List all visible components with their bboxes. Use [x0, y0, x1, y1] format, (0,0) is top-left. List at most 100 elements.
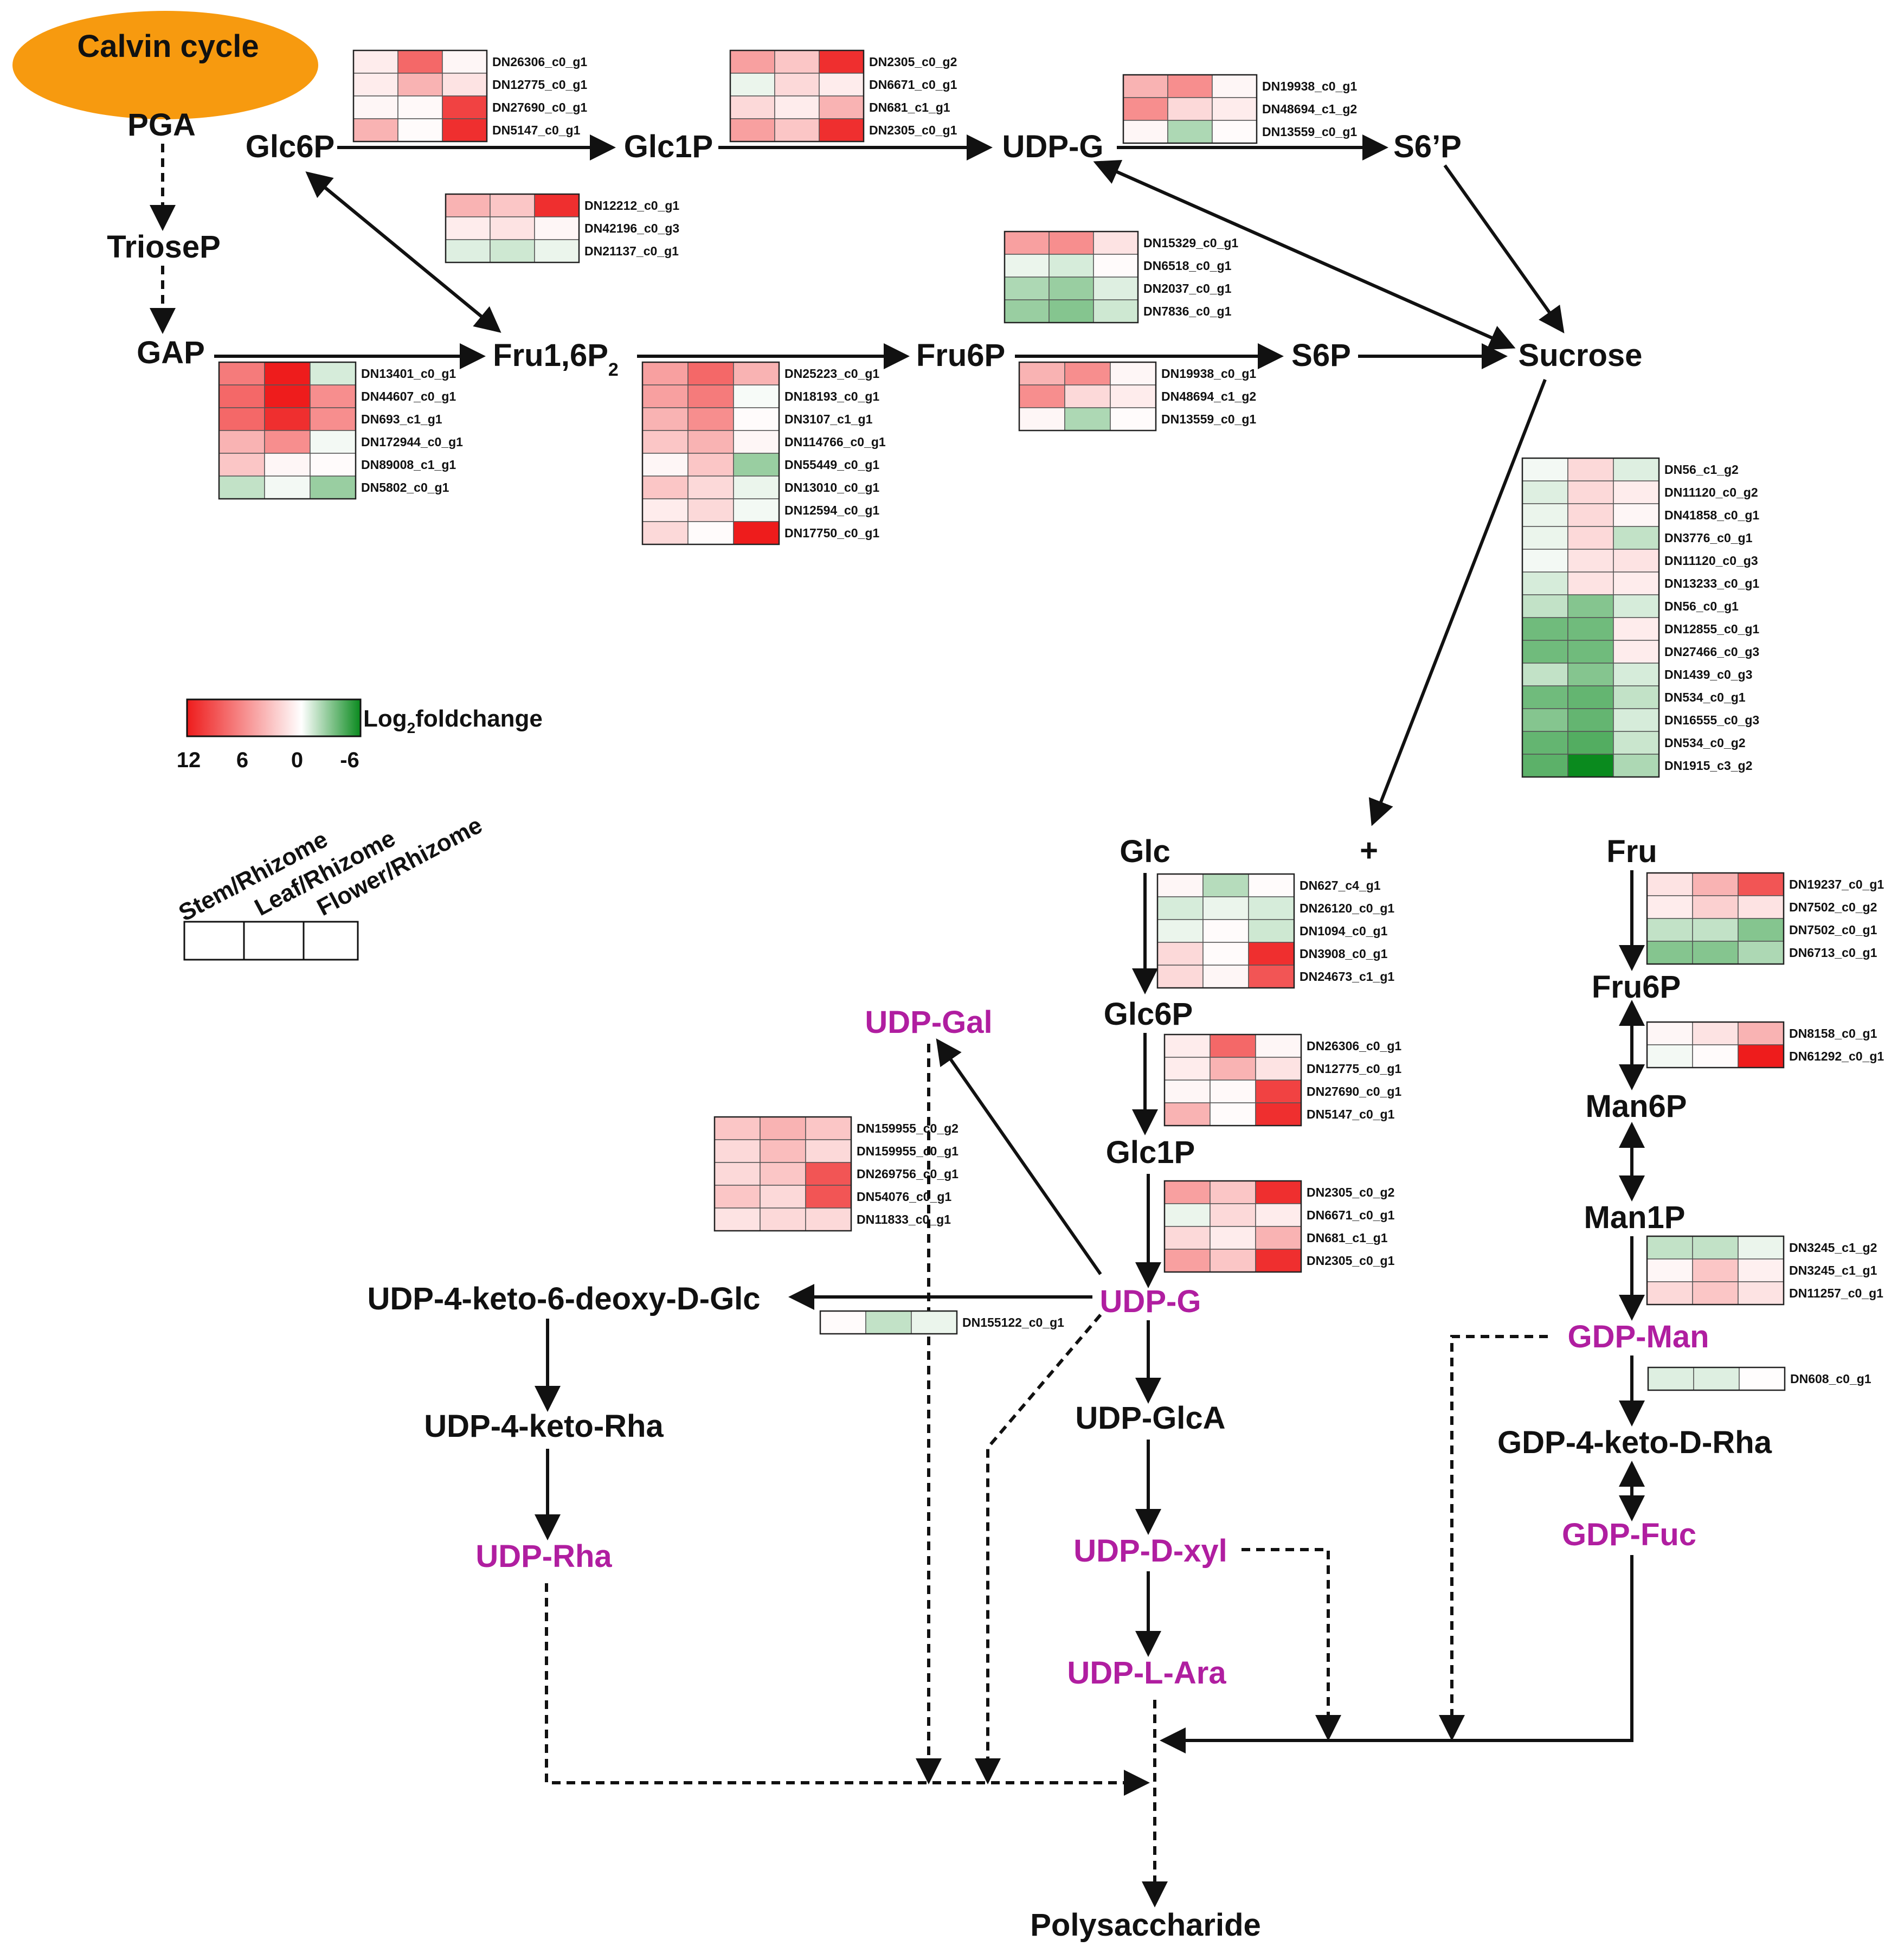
heatmap-cell [1738, 1236, 1784, 1260]
gene-id-label: DN41858_c0_g1 [1664, 508, 1759, 522]
heatmap-7: DN25223_c0_g1DN18193_c0_g1DN3107_c1_g1DN… [641, 361, 886, 545]
gene-id-label: DN13559_c0_g1 [1161, 412, 1256, 426]
heatmap-cell [1738, 1281, 1784, 1305]
glc1p-label: Glc1P [1106, 1135, 1195, 1170]
heatmap-cell [1692, 1022, 1739, 1045]
heatmap-cell [1613, 594, 1659, 618]
heatmap-cell [1692, 1258, 1739, 1282]
heatmap-cell [1613, 480, 1659, 504]
udp-rha-label: UDP-Rha [475, 1539, 612, 1574]
legend-tick-0: 12 [177, 748, 201, 772]
heatmap-cell [1248, 896, 1295, 920]
heatmap-cell [1567, 708, 1614, 732]
heatmap-cell [1567, 549, 1614, 573]
heatmap-cell [1692, 1044, 1739, 1068]
heatmap-cell [1613, 617, 1659, 641]
heatmap-2: DN2305_c0_g2DN6671_c0_g1DN681_c1_g1DN230… [729, 49, 957, 143]
heatmap-cell [1646, 1022, 1693, 1045]
heatmap-cell [1613, 549, 1659, 573]
gene-id-label: DN7502_c0_g1 [1789, 923, 1877, 937]
gene-id-label: DN7502_c0_g2 [1789, 900, 1877, 914]
heatmap-cell [1646, 1258, 1693, 1282]
heatmap-cell [442, 95, 487, 119]
gene-id-label: DN2037_c0_g1 [1143, 281, 1232, 295]
heatmap-cell [1646, 941, 1693, 965]
heatmap-cell [1646, 895, 1693, 919]
gene-id-label: DN13401_c0_g1 [361, 367, 456, 381]
heatmap-cell [442, 73, 487, 97]
heatmaps: DN26306_c0_g1DN12775_c0_g1DN27690_c0_g1D… [218, 49, 1884, 1391]
heatmap-cell [1004, 231, 1050, 255]
gene-id-label: DN155122_c0_g1 [962, 1315, 1064, 1329]
heatmap-cell [1738, 1044, 1784, 1068]
heatmap-11: DN19237_c0_g1DN7502_c0_g2DN7502_c0_g1DN6… [1646, 872, 1884, 965]
heatmap-cell [1202, 919, 1249, 943]
gene-id-label: DN25223_c0_g1 [784, 367, 879, 381]
legend-column-box-1 [183, 921, 245, 961]
gene-id-label: DN19938_c0_g1 [1161, 367, 1256, 381]
gene-id-label: DN2305_c0_g1 [1307, 1254, 1395, 1268]
heatmap-frame [1156, 873, 1295, 989]
heatmap-cell [1123, 97, 1168, 121]
heatmap-15: DN2305_c0_g2DN6671_c0_g1DN681_c1_g1DN230… [1163, 1180, 1395, 1273]
heatmap-cell [442, 50, 487, 74]
heatmap-cell [1522, 731, 1568, 755]
heatmap-cell [1157, 873, 1204, 897]
heatmap-cell [733, 476, 780, 499]
heatmap-cell [1692, 872, 1739, 896]
heatmap-cell [819, 73, 864, 97]
heatmap-cell [218, 362, 265, 386]
gene-id-label: DN2305_c0_g2 [1307, 1185, 1394, 1199]
dash-udpdxyl-poly [1242, 1548, 1341, 1741]
gene-id-label: DN12775_c0_g1 [1307, 1062, 1401, 1076]
gene-id-label: DN5802_c0_g1 [361, 480, 449, 494]
udpg-label: UDP-G [1100, 1284, 1201, 1319]
udp-dxyl-label: UDP-D-xyl [1073, 1533, 1227, 1569]
heatmap-cell [442, 118, 487, 142]
gene-id-label: DN26306_c0_g1 [1307, 1039, 1401, 1053]
heatmap-cell [642, 498, 689, 522]
heatmap-cell [1049, 277, 1094, 300]
gene-id-label: DN1915_c3_g2 [1664, 759, 1752, 773]
heatmap-cell [218, 430, 265, 454]
heatmap-cell [264, 453, 311, 477]
gene-id-label: DN27466_c0_g3 [1664, 645, 1759, 659]
heatmap-cell [733, 498, 780, 522]
heatmap-cell [310, 384, 356, 408]
heatmap-cell [819, 95, 864, 119]
heatmap-cell [911, 1310, 957, 1334]
gene-id-label: DN17750_c0_g1 [784, 526, 879, 540]
gene-id-label: DN269756_c0_g1 [857, 1167, 959, 1181]
heatmap-cell [1567, 458, 1614, 481]
heatmap-frame [1647, 1366, 1786, 1391]
gene-id-label: DN11120_c0_g3 [1664, 554, 1758, 568]
heatmap-cell [397, 50, 443, 74]
heatmap-cell [1522, 526, 1568, 550]
gene-id-label: DN6671_c0_g1 [869, 78, 957, 92]
heatmap-cell [1613, 754, 1659, 778]
heatmap-cell [264, 384, 311, 408]
heatmap-cell [760, 1116, 806, 1140]
gene-id-label: DN13233_c0_g1 [1664, 576, 1759, 590]
gdp-fuc-label: GDP-Fuc [1562, 1517, 1696, 1552]
gene-id-label: DN15329_c0_g1 [1143, 236, 1238, 250]
heatmap-cell [1248, 965, 1295, 988]
heatmap-cell [1064, 362, 1111, 386]
heatmap-cell [1522, 503, 1568, 527]
heatmap-cell [1157, 965, 1204, 988]
heatmap-cell [1248, 919, 1295, 943]
gene-id-label: DN5147_c0_g1 [492, 123, 581, 137]
fru6p-label: Fru6P [1592, 969, 1681, 1005]
heatmap-cell [1202, 942, 1249, 966]
heatmap-frame [352, 49, 488, 143]
gene-id-label: DN61292_c0_g1 [1789, 1049, 1884, 1063]
gdp-keto-rha-label: GDP-4-keto-D-Rha [1497, 1425, 1772, 1460]
heatmap-cell [687, 384, 734, 408]
fru6p-top-label: Fru6P [916, 338, 1005, 373]
heatmap-cell [1522, 549, 1568, 573]
udp-keto-rha-label: UDP-4-keto-Rha [424, 1409, 664, 1444]
heatmap-cell [730, 95, 775, 119]
heatmap-cell [1567, 685, 1614, 709]
gene-id-label: DN26306_c0_g1 [492, 55, 587, 69]
